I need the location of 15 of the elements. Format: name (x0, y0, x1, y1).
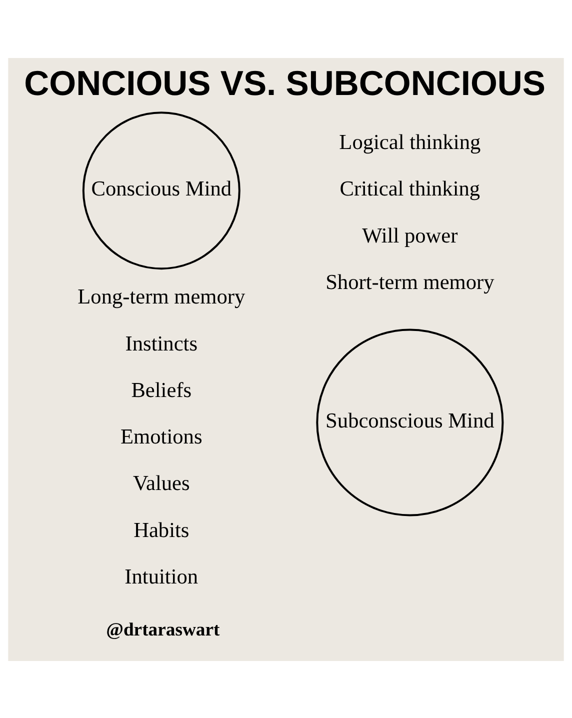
node-circle: Subconscious Mind (316, 328, 504, 516)
node-label: Beliefs (131, 377, 192, 402)
node-circle: Conscious Mind (82, 111, 240, 270)
node-label: Intuition (124, 564, 198, 588)
node-label: Habits (134, 517, 190, 542)
node-label: Instincts (125, 330, 198, 355)
node-label: Emotions (120, 424, 202, 448)
node-label: Short-term memory (326, 269, 494, 294)
node-label: Logical thinking (339, 130, 481, 154)
node-label: Values (132, 470, 190, 495)
node-label: Critical thinking (340, 176, 480, 200)
caption: @drtaraswart (106, 618, 220, 640)
diagram-title: CONCIOUS VS. SUBCONCIOUS (24, 64, 546, 103)
node-label: Will power (362, 222, 458, 247)
node-label: Long-term memory (78, 284, 246, 308)
